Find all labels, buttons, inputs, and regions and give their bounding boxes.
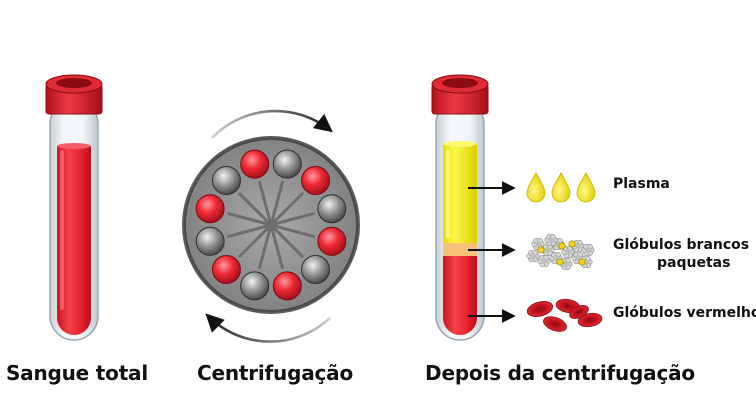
white-cell [563, 261, 569, 267]
whole-blood-caption: Sangue total [5, 361, 149, 385]
rotor-tube-gray [272, 149, 302, 179]
platelets-label: paquetas [657, 255, 731, 271]
platelet [568, 240, 576, 248]
rotor-tube-gray [195, 226, 225, 256]
rotor-tube-gray [211, 165, 241, 195]
white-cells-label: Glóbulos brancos [613, 237, 750, 253]
white-cell [535, 241, 541, 247]
rotor-spoke [269, 212, 316, 227]
centrifuge-rotor [182, 109, 360, 343]
white-cell [541, 258, 547, 264]
white-cells-platelets-icon [526, 233, 595, 271]
rotor-spoke [238, 223, 273, 258]
whole-blood-cap [45, 74, 103, 115]
red-cells-label: Glóbulos vermelhos [613, 305, 756, 321]
rotor-spokes [226, 180, 316, 270]
rotation-arrow-top [211, 109, 333, 139]
rotor-tube-gray [317, 194, 347, 224]
rotor-spoke [258, 223, 273, 270]
rotor-spoke [226, 223, 273, 238]
white-cell [565, 249, 571, 255]
rotor-spoke [226, 212, 273, 227]
rotor-hub [266, 220, 276, 230]
plasma-drops-icon [526, 172, 596, 203]
white-cell [530, 253, 536, 259]
rotor-tube-red [195, 194, 225, 224]
platelet [537, 246, 545, 254]
rotor-tube-red [211, 255, 241, 285]
after-centrifugation-caption: Depois da centrifugação [425, 361, 695, 385]
white-cell [575, 243, 581, 249]
rotation-arrow-bottom [205, 313, 331, 343]
rotor-spoke [238, 192, 273, 227]
rotor-tube-red [272, 271, 302, 301]
rotor-tube-red [240, 149, 270, 179]
platelet [558, 242, 566, 250]
rotor-spoke [269, 223, 304, 258]
platelet [556, 258, 564, 266]
white-cell [545, 247, 551, 253]
separated-tube [435, 99, 485, 341]
separated-tube-cap [431, 74, 489, 115]
rotor-tube-red [317, 226, 347, 256]
whole-blood-tube [49, 99, 99, 341]
rotor-spoke [258, 180, 273, 227]
rotor-tube-red [301, 165, 331, 195]
rotor-tube-gray [301, 255, 331, 285]
platelet [578, 258, 586, 266]
centrifugation-caption: Centrifugação [196, 361, 354, 385]
white-cell [585, 247, 591, 253]
rotor-tube-gray [240, 271, 270, 301]
rotor-spoke [269, 223, 284, 270]
rotor-spoke [269, 180, 284, 227]
rotor-spoke [269, 192, 304, 227]
rotor-tube-slots [195, 149, 347, 301]
white-cell [548, 237, 554, 243]
rotor-spoke [269, 223, 316, 238]
plasma-label: Plasma [613, 176, 670, 192]
red-blood-cells-icon [526, 298, 603, 332]
